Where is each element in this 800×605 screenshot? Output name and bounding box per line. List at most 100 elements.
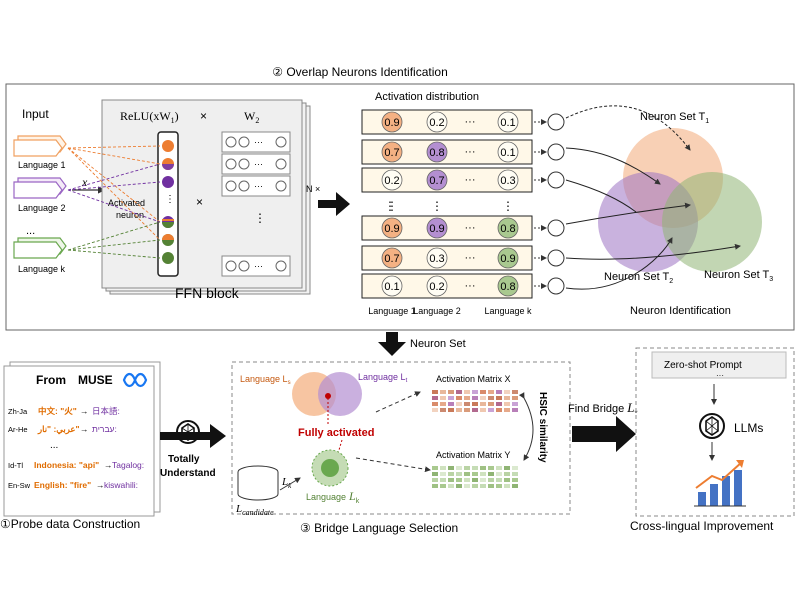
times-symbol-mid: × (196, 195, 203, 209)
matrix-y-cell (456, 466, 462, 470)
matrix-y-cell (464, 472, 470, 476)
matrix-y-cell (480, 466, 486, 470)
matrix-y-cell (472, 484, 478, 488)
find-bridge-arrow (572, 416, 636, 452)
matrix-x-cell (432, 402, 438, 406)
candidate-database-icon (237, 465, 279, 501)
activated-neuron-label-2: neuron (116, 210, 144, 220)
language-ellipsis: ... (26, 225, 35, 237)
activation-cell-1-1 (381, 111, 403, 133)
fully-activated-label: Fully activated (298, 427, 374, 439)
svg-text:···: ··· (254, 181, 263, 191)
neuron-2 (162, 158, 174, 170)
matrix-x-cell (504, 396, 510, 400)
activation-dots-4: ··· (465, 222, 476, 234)
matrix-y-cell (464, 478, 470, 482)
activation-value-6-1: 0.1 (384, 281, 399, 293)
from-label: From (36, 373, 66, 387)
probe-caption: ①Probe data Construction (0, 517, 140, 531)
matrix-x-cell (496, 402, 502, 406)
matrix-x-cell (496, 408, 502, 412)
bridge-caption: ③ Bridge Language Selection (300, 521, 458, 535)
activation-value-1-1: 0.9 (384, 117, 399, 129)
matrix-y-cell (504, 466, 510, 470)
matrix-y-cell (448, 472, 454, 476)
to-matrix-y-arrow (355, 457, 431, 473)
matrix-x-cell (480, 396, 486, 400)
lang-s-label: Language Ls (240, 374, 291, 386)
matrix-x-cell (488, 402, 494, 406)
activation-value-6-2: 0.2 (429, 281, 444, 293)
matrix-x-cell (472, 396, 478, 400)
svg-text:···: ··· (254, 261, 263, 271)
bridge-panel-frame (231, 361, 571, 515)
matrix-y-cell (488, 478, 494, 482)
svg-text:Ar-He: Ar-He (8, 425, 28, 434)
matrix-x-cell (432, 396, 438, 400)
cross-lingual-caption: Cross-lingual Improvement (630, 519, 774, 533)
matrix-y-cell (504, 472, 510, 476)
prompt-label: Zero-shot Prompt (664, 360, 742, 371)
svg-text:中文: "火": 中文: "火" (38, 406, 77, 416)
improvement-chart-icon (694, 460, 746, 507)
activation-value-6-3: 0.8 (500, 281, 515, 293)
language-1-label: Language 1 (18, 160, 66, 170)
neuron-output-4 (547, 219, 565, 237)
matrix-x-cell (464, 390, 470, 394)
matrix-y-cell (512, 466, 518, 470)
activation-matrix-y (432, 466, 518, 488)
svg-text:···: ··· (254, 137, 263, 147)
matrix-y-cell (472, 478, 478, 482)
probe-row-2: Ar-He عربي: "نار" → עברית: (8, 424, 117, 435)
activation-cell-2-3 (497, 141, 519, 163)
svg-text:עברית:: עברית: (92, 424, 117, 434)
matrix-x-cell (456, 402, 462, 406)
svg-text:English: "fire": English: "fire" (34, 480, 91, 490)
w2-matrix: ··· ··· ··· ⋮ ··· (221, 131, 291, 277)
matrix-x-cell (496, 390, 502, 394)
prompt-dots: ··· (716, 371, 724, 380)
matrix-x-cell (512, 408, 518, 412)
neuron-output-3 (547, 171, 565, 189)
neuron-set-label: Neuron Set (410, 338, 466, 350)
activation-cell-6-3 (497, 275, 519, 297)
probe-row-1: Zh-Ja 中文: "火" → 日本語: (8, 406, 120, 416)
activation-cell-4-3 (497, 217, 519, 239)
top-panel-frame (5, 83, 795, 331)
svg-text:→: → (80, 424, 89, 434)
matrix-x-cell (472, 390, 478, 394)
neuron-3 (162, 176, 174, 188)
matrix-y-cell (440, 478, 446, 482)
activation-cell-5-2 (426, 247, 448, 269)
neuron-output-2 (547, 143, 565, 161)
matrix-y-cell (496, 472, 502, 476)
activation-cell-6-1 (381, 275, 403, 297)
matrix-y-cell (480, 484, 486, 488)
hsic-arrow (518, 392, 534, 461)
svg-text:Zh-Ja: Zh-Ja (8, 407, 28, 416)
neuron-5 (162, 234, 174, 246)
language-doc-1 (13, 135, 67, 157)
matrix-y-cell (456, 478, 462, 482)
matrix-y-cell (512, 484, 518, 488)
w2-label: W2 (244, 109, 259, 125)
svg-text:···: ··· (254, 159, 263, 169)
activation-value-3-1: 0.2 (384, 175, 399, 187)
matrix-x-cell (448, 408, 454, 412)
relu-label: ReLU(xW1) (120, 109, 179, 125)
matrix-y-cell (488, 472, 494, 476)
matrix-x-cell (432, 408, 438, 412)
activation-vdots-a: ⋮ (386, 199, 398, 213)
neuron-1 (162, 140, 174, 152)
matrix-y-cell (512, 478, 518, 482)
activation-dots-3: ··· (465, 174, 476, 186)
neuron-6 (162, 252, 174, 264)
understand-label-2: Understand (160, 468, 216, 479)
matrix-x-cell (512, 390, 518, 394)
matrix-y-cell (440, 466, 446, 470)
candidate-label: Lcandidate (235, 503, 274, 517)
llm-panel-frame (635, 347, 795, 517)
probe-row-3: Id-Tl Indonesia: "api" → Tagalog: (8, 460, 144, 470)
